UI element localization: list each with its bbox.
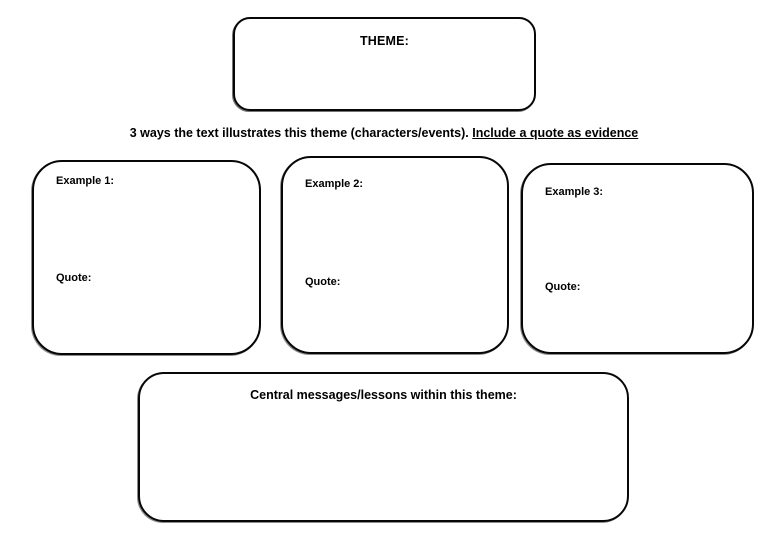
central-messages-label: Central messages/lessons within this the… [250,388,517,402]
example-3-label: Example 3: [545,186,604,198]
theme-box: THEME: [233,17,536,111]
theme-box-label: THEME: [359,34,410,48]
instruction-underlined-text: Include a quote as evidence [472,126,639,140]
example-box-1: Example 1: Quote: [32,160,261,355]
instruction-line: 3 ways the text illustrates this theme (… [32,126,736,140]
example-1-label: Example 1: [56,175,115,187]
example-box-3: Example 3: Quote: [521,163,754,354]
example-1-quote-label: Quote: [56,272,92,284]
instruction-main-text: 3 ways the text illustrates this theme (… [129,126,473,140]
example-2-label: Example 2: [305,178,364,190]
example-2-quote-label: Quote: [305,276,341,288]
central-messages-box: Central messages/lessons within this the… [138,372,629,522]
example-box-2: Example 2: Quote: [281,156,509,354]
example-3-quote-label: Quote: [545,281,581,293]
